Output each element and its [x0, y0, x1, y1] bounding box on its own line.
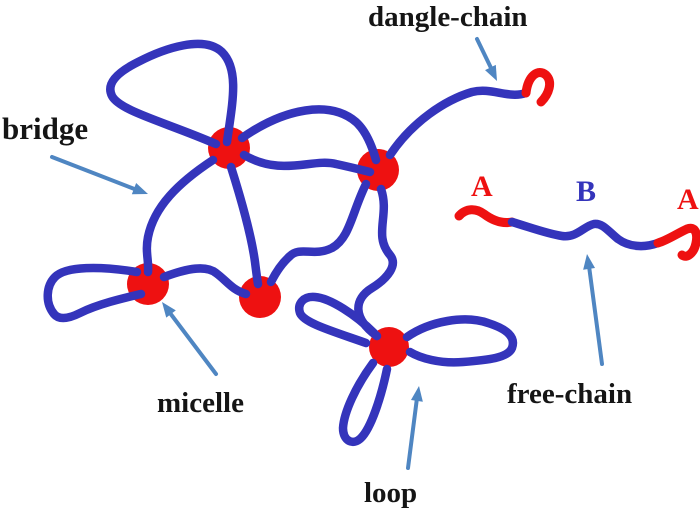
- bridge-arrow-icon: [50, 155, 148, 195]
- annotation-arrows: [50, 37, 604, 470]
- loop-arrow-icon: [406, 386, 423, 470]
- loop-label: loop: [364, 477, 417, 509]
- bridge-chain-left-bottom: [159, 264, 251, 299]
- micelle-node-bottom: [239, 276, 281, 318]
- micelle-label: micelle: [157, 387, 244, 419]
- bridge-chain-lower: [239, 150, 375, 177]
- loop-petal-right: [402, 315, 518, 367]
- block-b-label: B: [576, 175, 596, 208]
- bridge-chain-vertical: [226, 162, 263, 289]
- free-chain-red-right: [653, 223, 700, 261]
- free-chain-arrow-icon: [583, 254, 604, 366]
- free-chain-label: free-chain: [507, 378, 632, 410]
- dangle-chain-path: [385, 86, 531, 160]
- block-a-left-label: A: [471, 170, 493, 203]
- free-chain-blue-middle: [507, 217, 663, 251]
- dangle-chain-red-tip: [521, 68, 555, 107]
- dangle-chain-label: dangle-chain: [368, 1, 528, 33]
- bridge-chain-wavy: [354, 184, 398, 341]
- micelle-arrow-icon: [162, 302, 218, 376]
- bridge-label: bridge: [2, 111, 88, 146]
- loop-petal-bottom: [338, 358, 392, 447]
- chain-ends: [454, 68, 700, 261]
- block-a-right-label: A: [677, 183, 699, 216]
- loop-chain-top-left: [106, 39, 238, 149]
- loop-petal-upper-left: [295, 292, 379, 348]
- polymer-chains: [43, 39, 531, 447]
- bridge-chain-upper: [237, 105, 381, 165]
- loop-chain-left: [43, 263, 146, 323]
- free-chain-red-left: [454, 205, 517, 227]
- bridge-chain-labeled: [142, 155, 218, 277]
- bridge-chain-right-bottom: [266, 179, 371, 287]
- dangle-chain-arrow-icon: [475, 37, 497, 81]
